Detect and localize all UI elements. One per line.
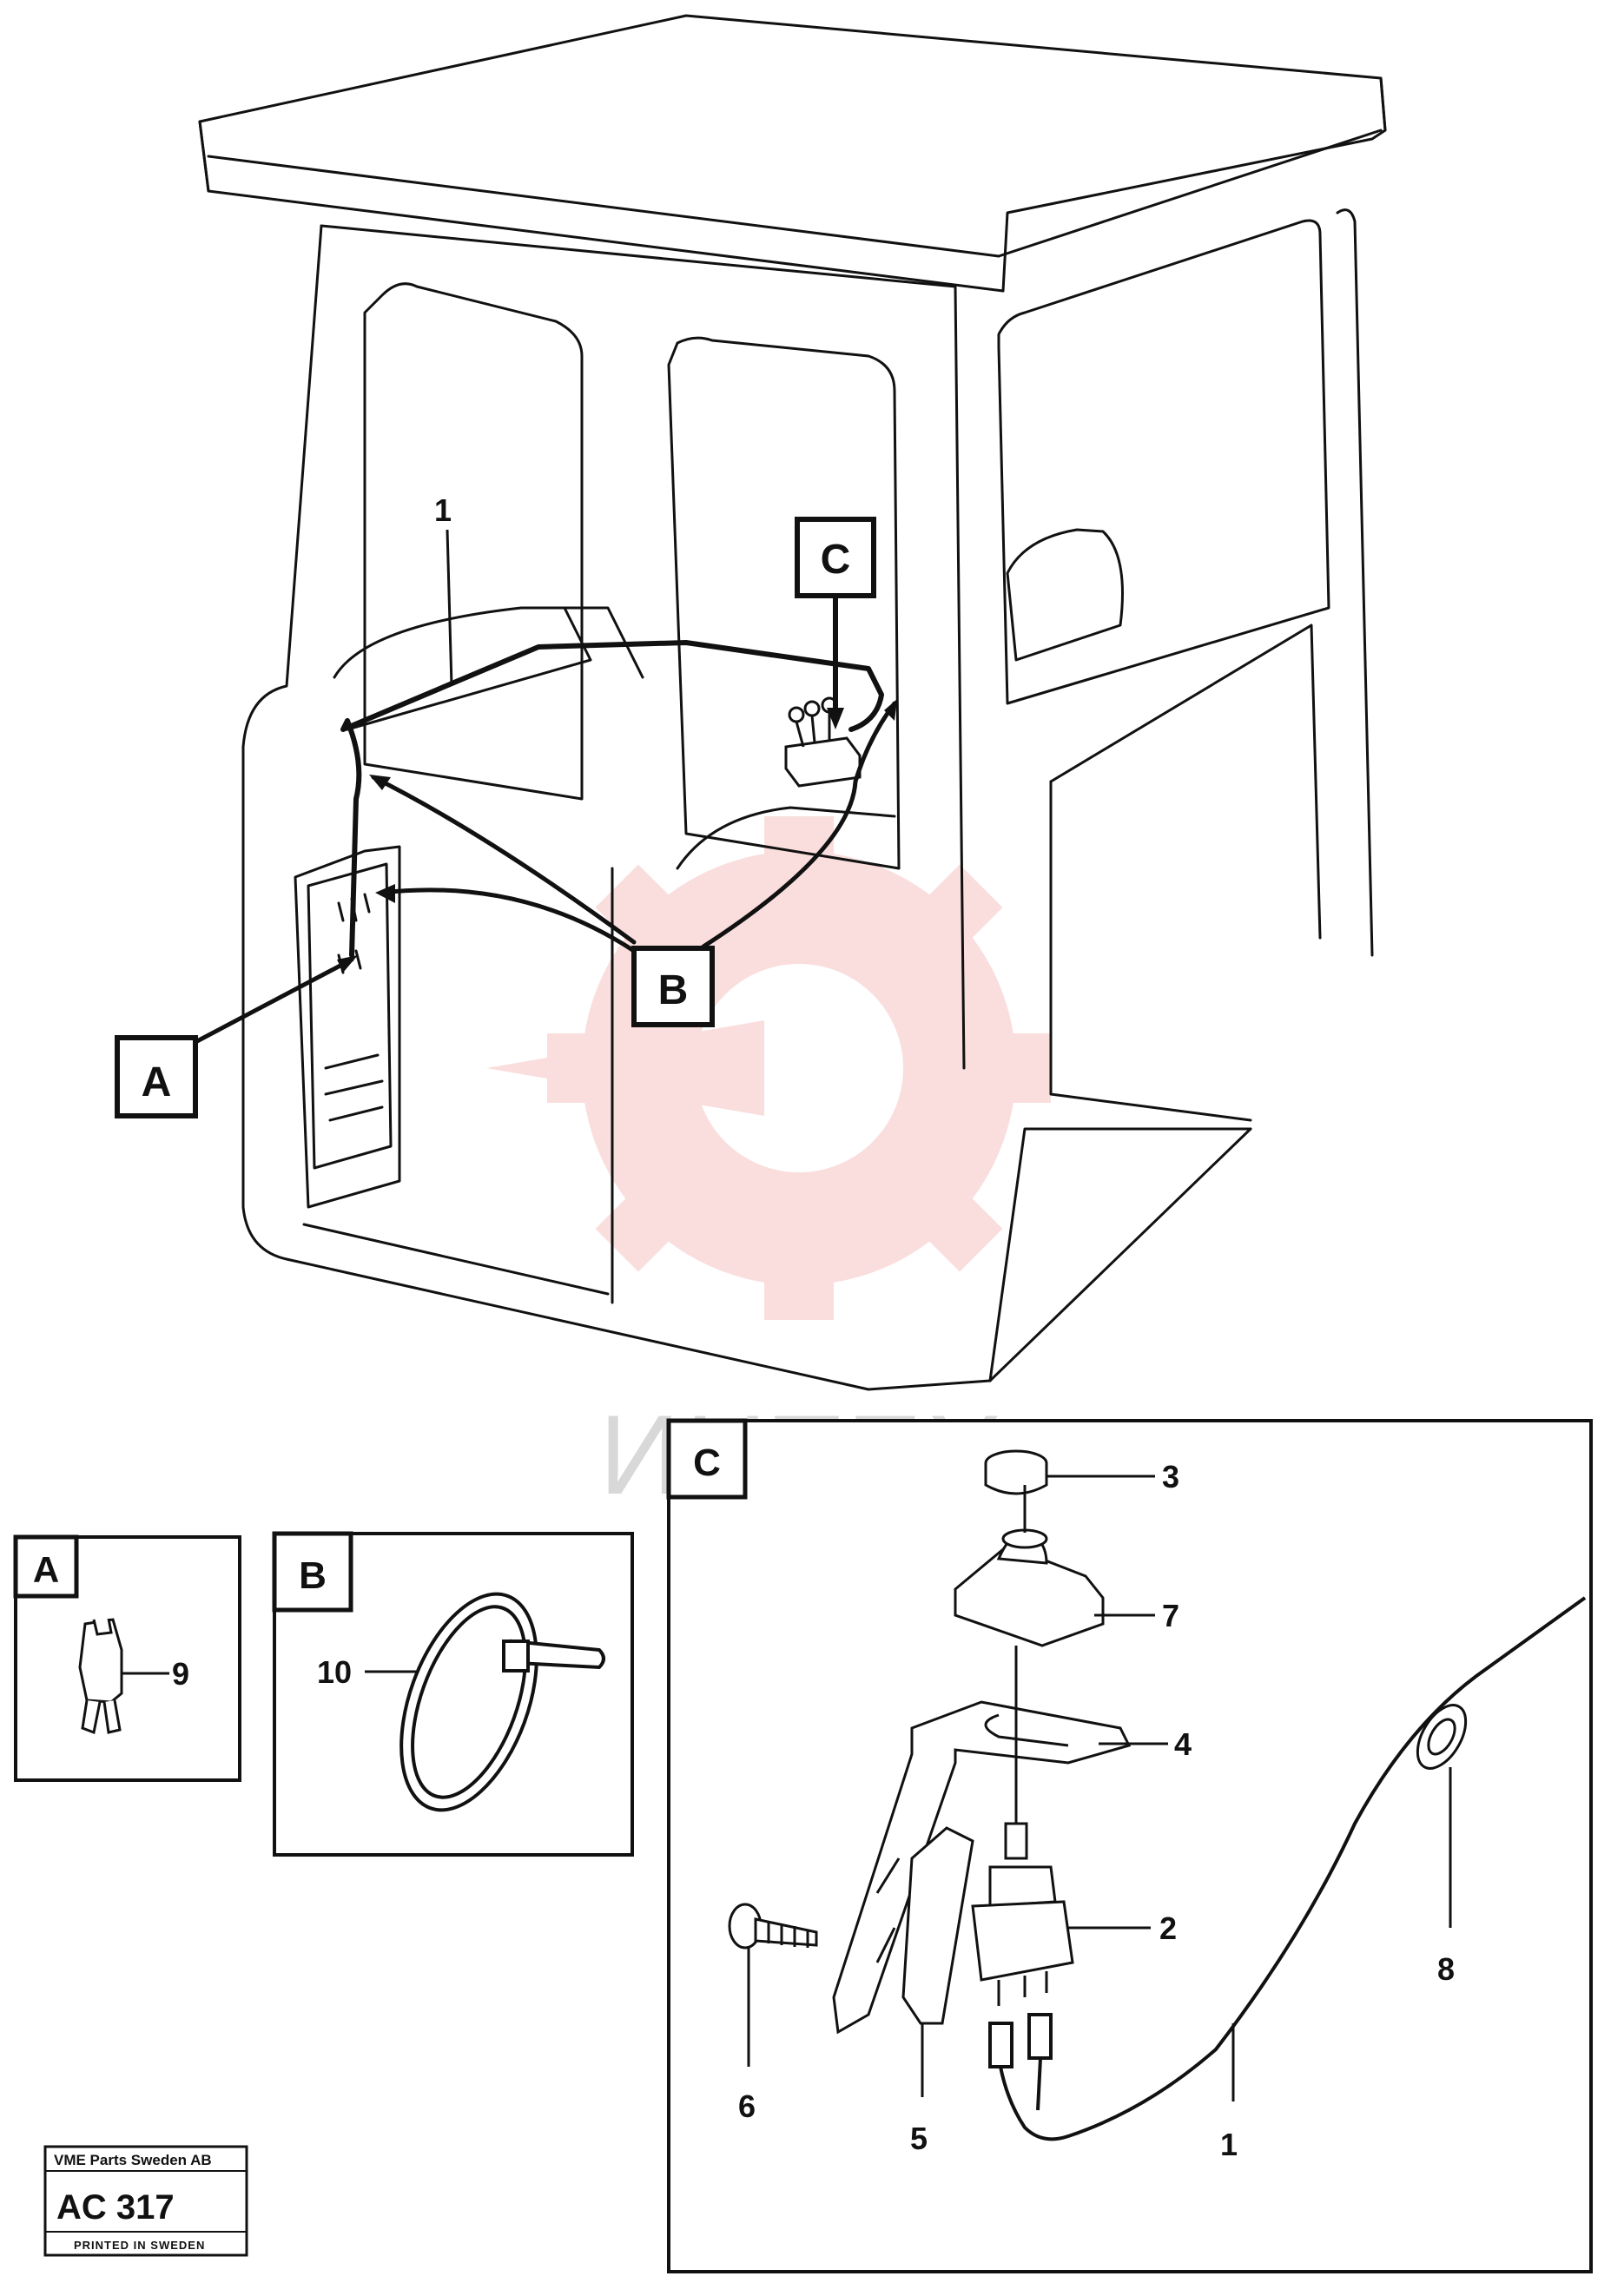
- connector-clip-icon: [78, 1618, 123, 1735]
- detail-b-panel: B 10: [272, 1531, 634, 1857]
- part-5-label: 5: [910, 2121, 928, 2156]
- callout-a-letter: A: [142, 1059, 172, 1105]
- callout-c-letter: C: [821, 537, 851, 583]
- stamp-printed: PRINTED IN SWEDEN: [74, 2239, 205, 2252]
- detail-b-letter: B: [299, 1554, 327, 1597]
- rubber-boot-icon: [954, 1485, 1105, 1647]
- detail-c-panel: C 3 7 4 5: [666, 1418, 1593, 2273]
- cap-icon: [984, 1449, 1048, 1495]
- part-8-label: 8: [1437, 1951, 1455, 1987]
- main-switch-illustration: [784, 696, 862, 788]
- callout-b-letter: B: [658, 967, 689, 1013]
- part-10-label: 10: [317, 1654, 352, 1690]
- harness-wire: [340, 640, 884, 958]
- callout-1-main: 1: [434, 492, 453, 687]
- grommet-icon: [1416, 1704, 1468, 1770]
- arrow-heads-b: [369, 699, 897, 903]
- part-1-label: 1: [1220, 2127, 1238, 2162]
- callout-box-c: C: [795, 517, 876, 598]
- watermark-logo-icon: [486, 816, 1051, 1320]
- part-3-label: 3: [1162, 1459, 1179, 1494]
- callout-box-b: B: [631, 946, 715, 1027]
- part-7-label: 7: [1162, 1598, 1179, 1633]
- callout-c-arrow: [827, 590, 844, 729]
- detail-c-letter: C: [693, 1442, 721, 1484]
- toggle-switch-icon: [971, 1646, 1074, 2006]
- spacer-plate-icon: [901, 1826, 974, 2025]
- bracket-icon: [832, 1700, 1132, 2035]
- part-6-label: 6: [738, 2088, 756, 2124]
- cab-drawing: [198, 14, 1387, 1391]
- callout-a-arrow: [193, 957, 354, 1045]
- publisher-stamp: VME Parts Sweden AB AC 317 PRINTED IN SW…: [43, 2145, 248, 2257]
- arrow-head-a: [337, 955, 358, 973]
- detail-a-letter: A: [33, 1549, 59, 1590]
- stamp-code: AC 317: [56, 2188, 175, 2227]
- cable-assembly-icon: [988, 1596, 1587, 2141]
- stamp-company: VME Parts Sweden AB: [54, 2152, 212, 2168]
- detail-a-panel: A 9: [13, 1534, 241, 1782]
- part-2-label: 2: [1159, 1910, 1177, 1946]
- callout-b-arrows: [371, 701, 897, 953]
- part-9-label: 9: [172, 1656, 189, 1692]
- callout-box-a: A: [115, 1035, 198, 1118]
- callout-1-label: 1: [434, 492, 452, 528]
- screw-icon: [728, 1903, 818, 1950]
- part-4-label: 4: [1174, 1726, 1192, 1762]
- cable-tie-icon: [399, 1592, 605, 1812]
